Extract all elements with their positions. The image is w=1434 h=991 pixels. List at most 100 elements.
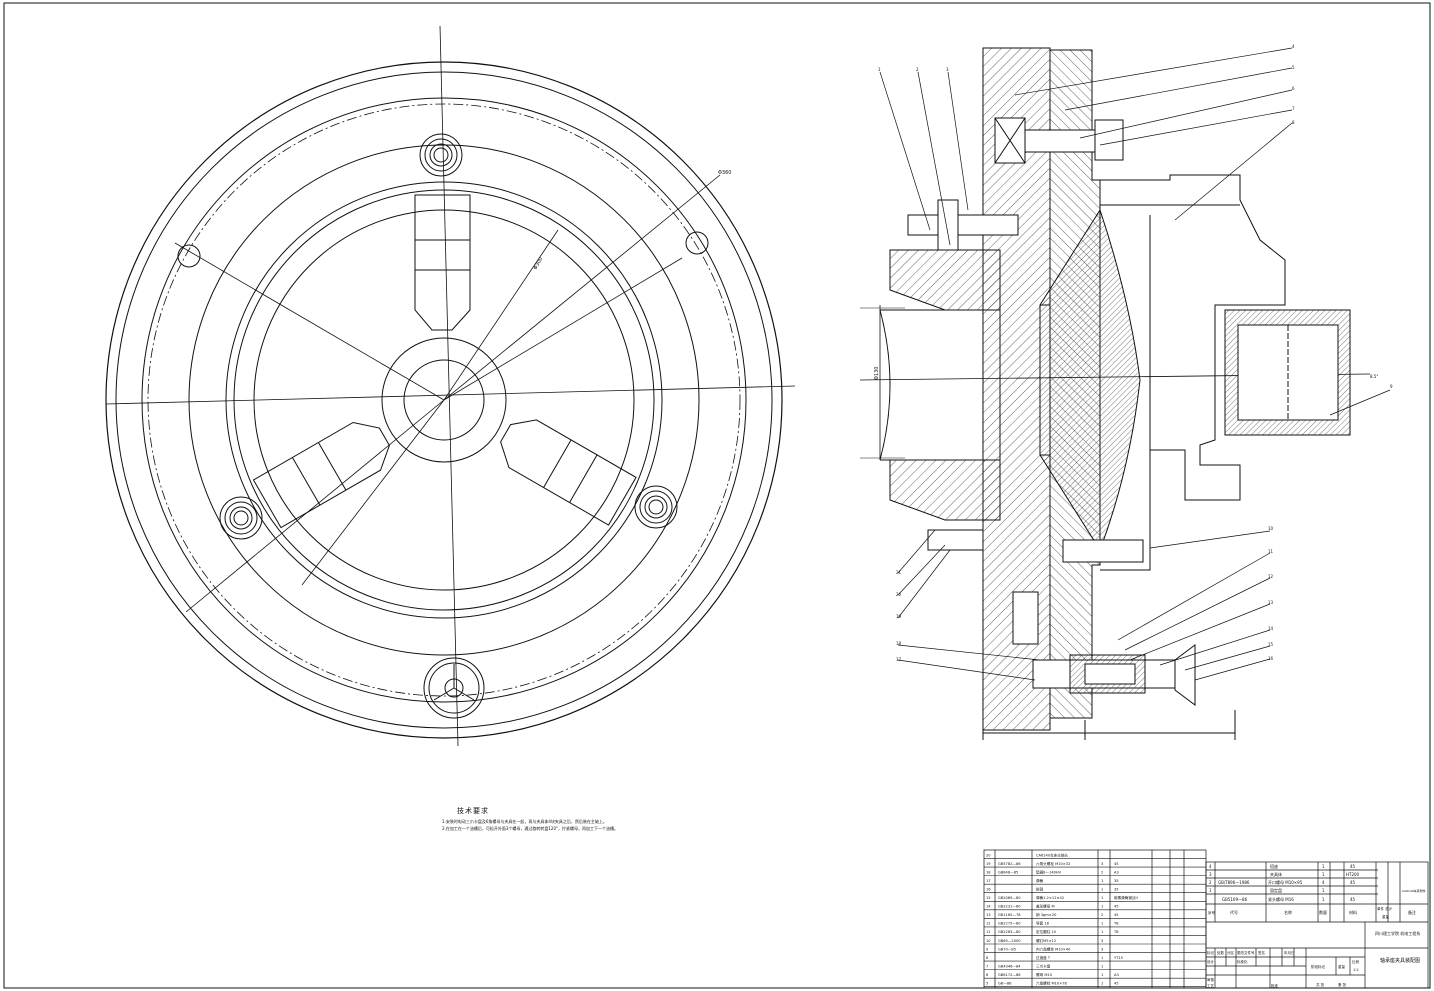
bom-cell-qty: 1 (1101, 905, 1103, 909)
bom-cell-no: 10 (986, 939, 991, 943)
tb-row1-no: 1 (1209, 888, 1212, 893)
bom-cell-mat: A3 (1114, 973, 1119, 977)
balloon-11: 11 (1268, 549, 1274, 554)
bom-cell-name: 弹簧 (1036, 878, 1044, 883)
balloon-2: 2 (916, 67, 919, 72)
bom-cell-name: 螺钉M5×12 (1036, 938, 1056, 943)
bom-cell-mat: 碳素弹簧钢丝II (1114, 895, 1138, 900)
bom-cell-qty: 1 (1101, 982, 1103, 986)
bom-cell-name: CA6140车床主轴头 (1036, 852, 1068, 857)
bom-cell-no: 16 (986, 888, 991, 892)
bom-cell-name: 定位圆柱 10 (1036, 929, 1057, 934)
balloon-3: 3 (946, 67, 949, 72)
tb-change-doc: 更改文件号 (1237, 950, 1255, 955)
bom-cell-no: 9 (986, 947, 989, 951)
bom-cell-name: 销 3gm×20 (1036, 912, 1057, 917)
tb-row2-no: 2 (1209, 880, 1212, 885)
tb-head-note: 备注 (1408, 909, 1416, 915)
balloon-10: 10 (1268, 526, 1274, 531)
balloon-15: 15 (1268, 642, 1274, 647)
bom-cell-name: 三爪卡盘 (1036, 963, 1051, 968)
tb-design: 设计 (1207, 959, 1215, 964)
bom-cell-no: 11 (986, 930, 991, 934)
front-view (105, 25, 796, 747)
balloon-14: 14 (1268, 626, 1274, 631)
balloon-6: 6 (1292, 86, 1295, 91)
balloon-8: 8 (1292, 120, 1295, 125)
balloon-1: 1 (878, 67, 881, 72)
tb-row3-mat: HT200 (1346, 872, 1360, 877)
jaw-left (252, 421, 390, 529)
tb-head-mat: 材料 (1349, 909, 1357, 915)
bom-cell-mat: 45 (1114, 862, 1119, 866)
tb-sheet-no: 第 张 (1338, 982, 1347, 987)
tb-school: 四川理工学院 机电工程系 (1375, 930, 1420, 936)
bom-cell-no: 6 (986, 973, 989, 977)
tb-head-code: 代号 (1230, 909, 1238, 915)
tb-stage-mark: 阶段标记 (1311, 964, 1326, 969)
tb-row4-qty: 1 (1322, 864, 1325, 869)
bom-cell-name: 盖形螺母 M (1036, 904, 1055, 909)
bom-cell-name: 螺母 M10 (1036, 972, 1053, 977)
bom-cell-name: 拔销 (1036, 887, 1044, 892)
bom-cell-mat: 35 (1114, 888, 1119, 892)
bom-cell-qty: 1 (1101, 888, 1103, 892)
index-pin-front (423, 657, 485, 719)
bom-cell-name: 导套 18 (1036, 921, 1050, 926)
balloon-20: 20 (896, 592, 902, 597)
bom-cell-qty: 1 (1101, 922, 1103, 926)
tech-requirement-1: 1.安装时电动三爪卡盘及6角螺母与夹具在一起，再与夹具体4块夹具之后，然后装在主… (442, 819, 607, 824)
tb-row2-name: 开口螺母 M10×95 (1268, 879, 1303, 885)
bom-cell-no: 5 (986, 982, 988, 986)
bom-cell-mat: T8 (1113, 930, 1119, 934)
bom-cell-qty: 2 (1101, 870, 1103, 874)
balloon-labels: 1 2 3 4 5 6 7 8 9 10 11 12 13 14 15 16 1… (878, 44, 1393, 662)
balloon-17: 17 (896, 657, 902, 662)
dim-angle: 8.5° (1370, 374, 1378, 379)
bom-cell-qty: 2 (1101, 913, 1103, 917)
tb-row2-mat: 45 (1350, 880, 1356, 885)
bom-table (983, 849, 1207, 989)
bom-cell-no: 19 (986, 862, 991, 866)
tb-scale-val: 1:2 (1353, 968, 1359, 972)
bom-cell-code: GB4346—84 (998, 964, 1021, 968)
tb-process: 工艺 (1207, 983, 1215, 988)
bom-cell-code: GB2275—80 (998, 922, 1021, 926)
sheet-border (3, 2, 1431, 989)
balloon-16: 16 (1268, 656, 1274, 661)
tb-zones: 处数 (1217, 950, 1225, 955)
bom-cell-mat: 45 (1114, 982, 1119, 986)
nut-top (419, 133, 463, 177)
jaw-top (414, 194, 471, 331)
bom-cell-qty: 1 (1101, 964, 1103, 968)
section-view (859, 47, 1371, 740)
bom-cell-no: 18 (986, 870, 991, 874)
tb-approve: 批准 (1271, 983, 1279, 988)
bom-cell-code: GB848—85 (998, 870, 1018, 874)
tb-head-qty: 数量 (1319, 909, 1327, 915)
tb-head-seq: 序号 (1208, 910, 1216, 915)
bom-cell-name: 过渡盘 T (1036, 955, 1051, 960)
balloon-19: 19 (896, 614, 902, 619)
bom-cell-code: GB5782—86 (998, 862, 1021, 866)
dim-d-outer: Φ360 (718, 170, 731, 176)
nut-left (219, 496, 263, 540)
tb-row1-name: 固定盘 (1270, 887, 1282, 893)
tb-sign: 签名 (1258, 950, 1265, 955)
tb-row4-no: 4 (1209, 864, 1212, 869)
tb-std-qty: 1 (1322, 897, 1325, 902)
tb-weight: 重量 (1338, 964, 1346, 969)
tb-row1-qty: 1 (1322, 888, 1325, 893)
bom-cell-no: 20 (986, 853, 991, 857)
bom-cell-no: 15 (986, 896, 991, 900)
bom-cell-code: GB6172—86 (998, 973, 1021, 977)
tb-row3-name: 夹具体 (1270, 871, 1282, 877)
bom-cell-name: 垫圈8—140HV (1036, 869, 1062, 874)
tb-sheets-total: 共 张 (1316, 982, 1325, 987)
balloon-21: 21 (896, 570, 902, 575)
bom-cell-no: 7 (986, 964, 988, 968)
tech-requirement-2: 2.在加工在一个油槽后，可松开外面3个螺母，通过旋转转盘120°，拧紧螺母，再加… (442, 826, 618, 831)
bom-cell-no: 17 (986, 879, 991, 883)
bom-cell-name: 六角螺栓 M10×78 (1036, 981, 1067, 986)
